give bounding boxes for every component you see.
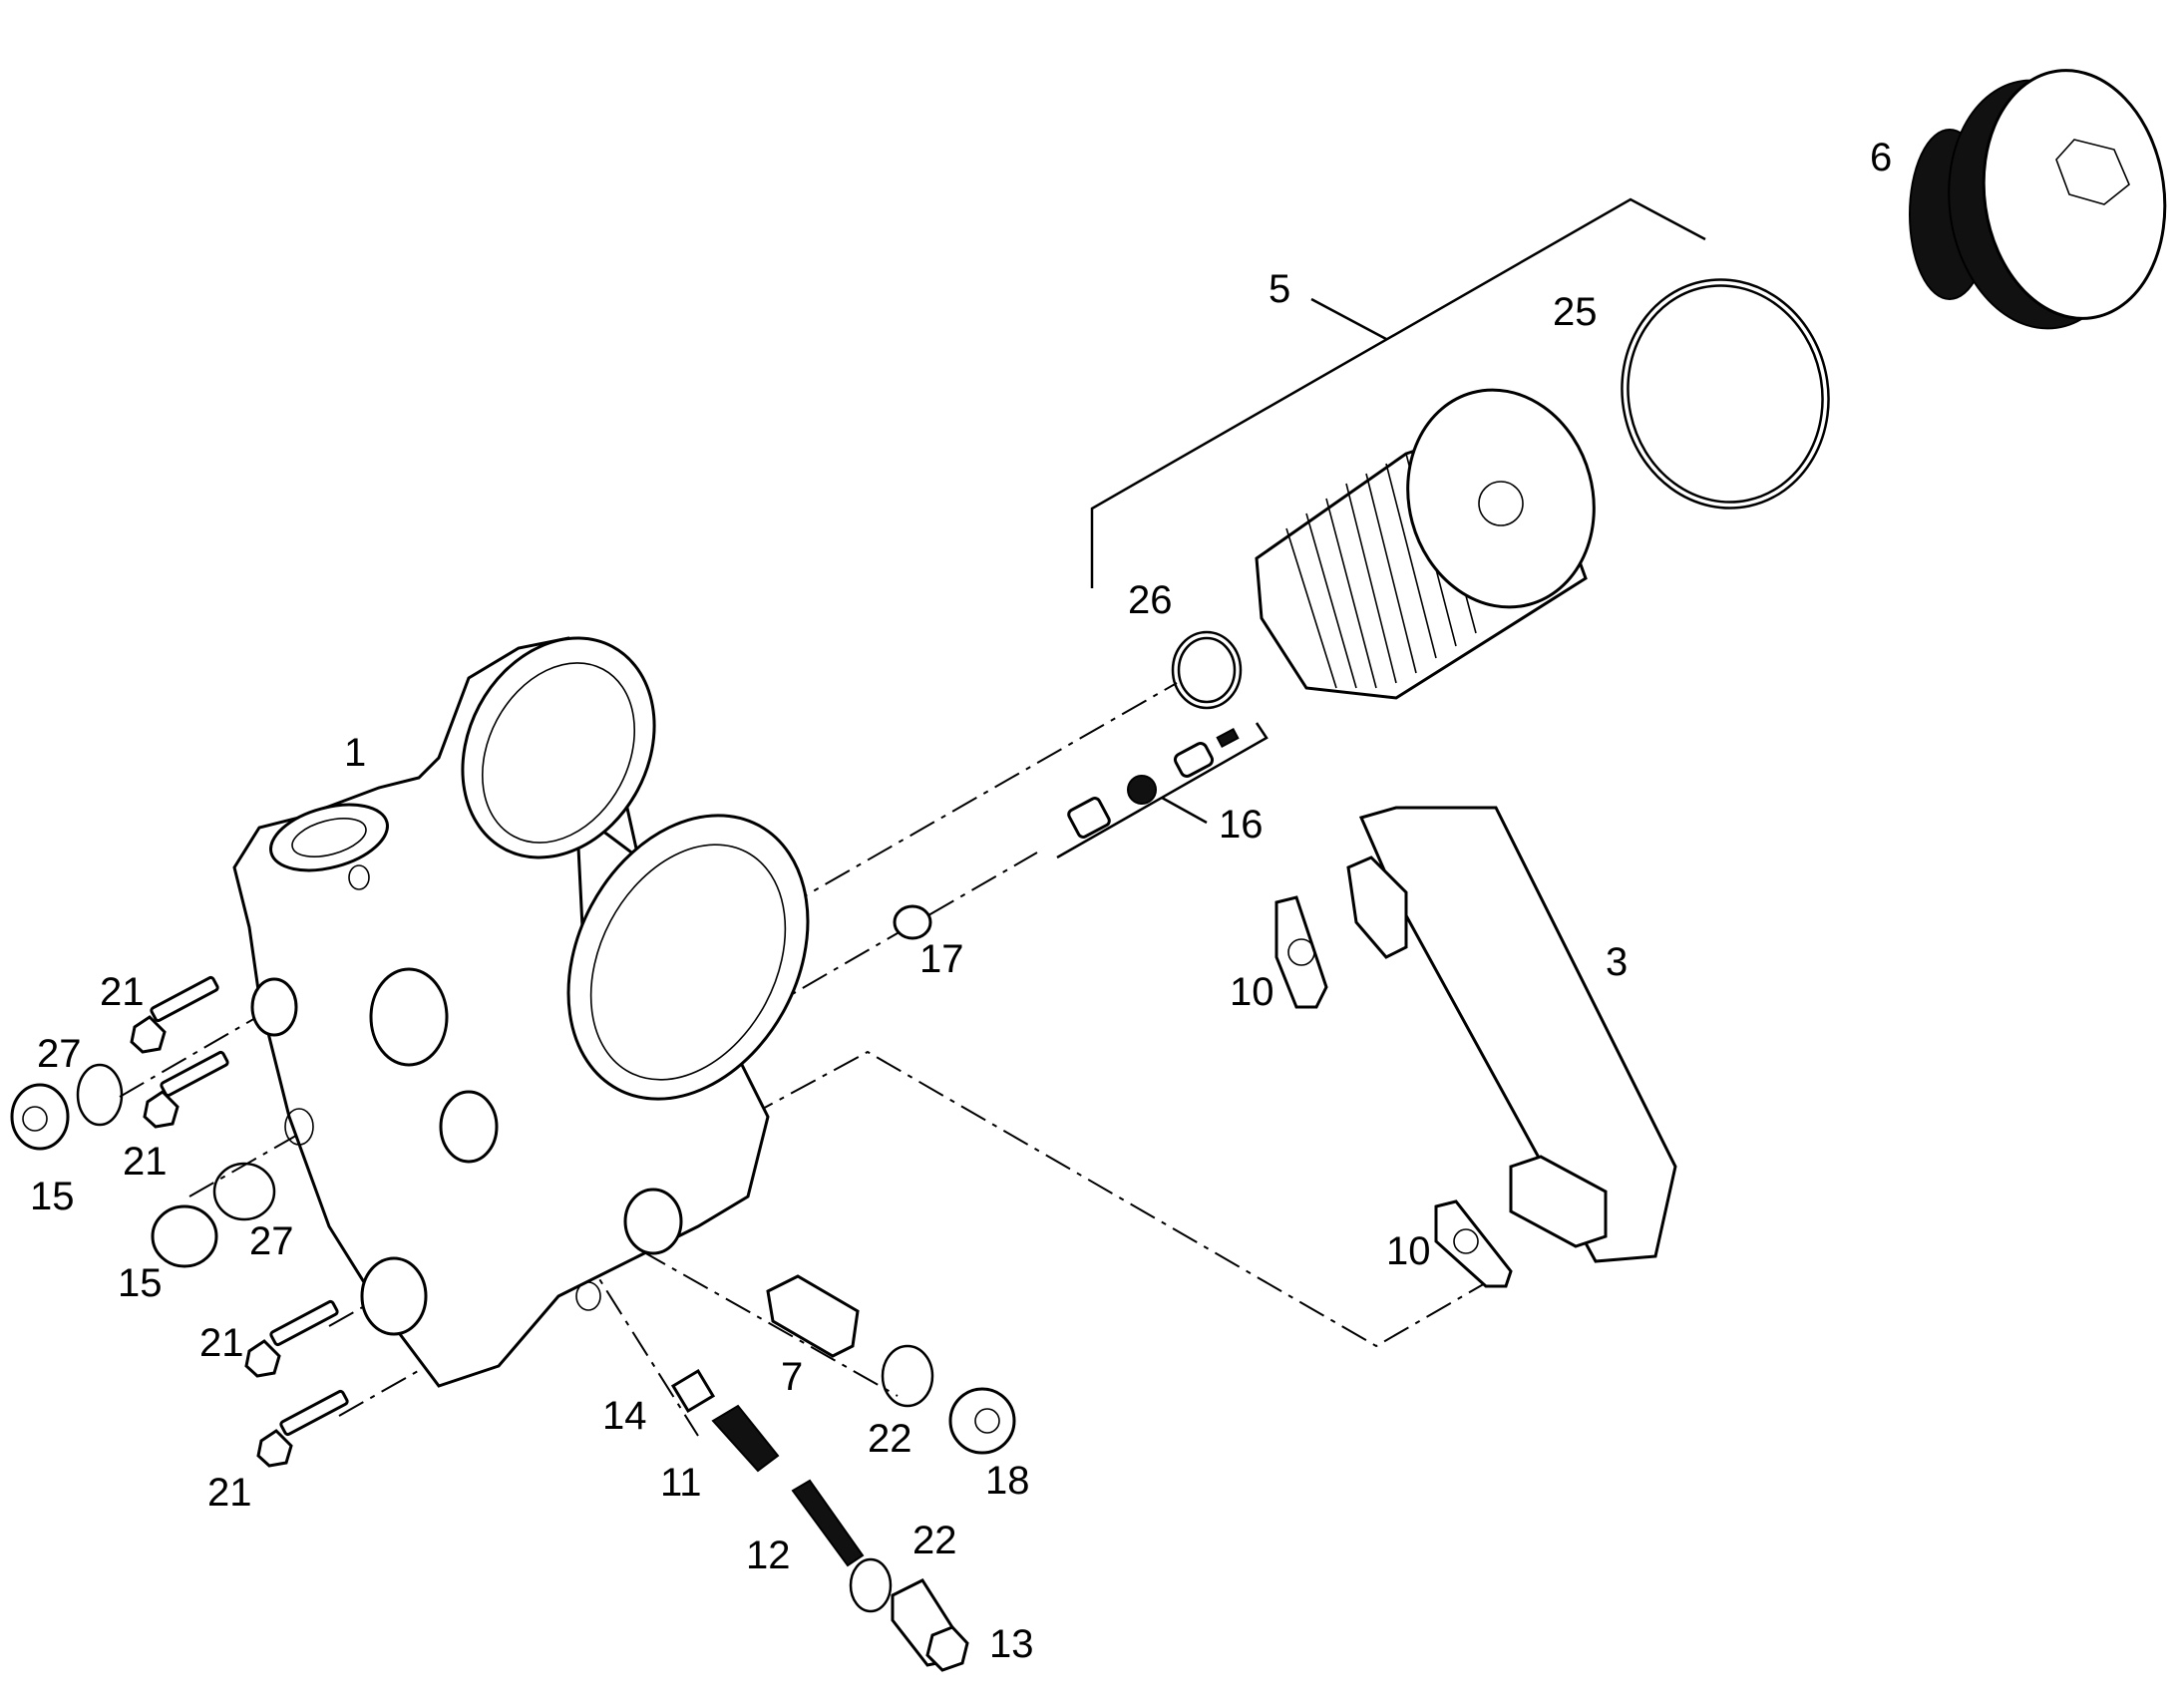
plug-18 xyxy=(948,1387,1016,1455)
label-21d: 21 xyxy=(207,1471,252,1515)
label-22a: 22 xyxy=(868,1417,912,1461)
housing-port-b xyxy=(369,967,449,1067)
axis-bypass-valve xyxy=(597,1225,899,1397)
filter-element xyxy=(1255,388,1596,700)
valve-11 xyxy=(711,1404,780,1473)
label-16: 16 xyxy=(1219,803,1264,847)
label-5: 5 xyxy=(1269,267,1290,311)
seal-22-lower xyxy=(849,1557,893,1613)
plug-15-upper xyxy=(10,1083,70,1151)
gasket-10-lower-hole xyxy=(1453,1228,1479,1254)
label-15a: 15 xyxy=(30,1175,75,1218)
housing-upper-bore xyxy=(481,662,636,844)
label-21a: 21 xyxy=(100,970,145,1014)
ring-14 xyxy=(670,1368,716,1414)
label-12: 12 xyxy=(746,1534,791,1577)
label-27a: 27 xyxy=(37,1032,82,1076)
axis-cooler xyxy=(747,1050,1507,1348)
plug-18-socket xyxy=(974,1408,1000,1434)
housing-port-e xyxy=(360,1256,428,1336)
bolt-21-a xyxy=(150,975,219,1023)
leader-lines xyxy=(1056,197,1706,859)
housing-side-port xyxy=(291,818,367,857)
seal-22-upper xyxy=(881,1344,934,1408)
housing-port-d xyxy=(623,1188,683,1255)
spring-12 xyxy=(791,1479,865,1567)
oil-cooler-body xyxy=(1358,806,1677,1263)
plug-15-lower xyxy=(151,1204,218,1268)
label-22b: 22 xyxy=(912,1519,957,1562)
label-3: 3 xyxy=(1606,940,1628,984)
filter-cap-face xyxy=(1982,69,2167,320)
housing-front-ring xyxy=(566,814,810,1101)
label-13: 13 xyxy=(989,1622,1034,1666)
axis-filter xyxy=(697,682,1178,958)
bolt-21-c xyxy=(269,1299,339,1347)
filter-cap-hex xyxy=(2055,139,2130,205)
label-6: 6 xyxy=(1870,136,1892,179)
label-15b: 15 xyxy=(118,1261,163,1305)
label-21c: 21 xyxy=(199,1321,244,1365)
valve-kit-body xyxy=(1067,797,1111,839)
housing-hole-3 xyxy=(575,1281,601,1311)
bolts-21 xyxy=(130,975,349,1468)
bolt-21-d-head xyxy=(256,1429,293,1468)
label-18: 18 xyxy=(985,1459,1030,1503)
label-7: 7 xyxy=(781,1355,803,1399)
valve-kit-spring xyxy=(1127,775,1157,805)
plug-13-hex xyxy=(925,1625,969,1672)
bracket-5 xyxy=(1090,197,1706,588)
plug-17 xyxy=(893,904,932,940)
label-26: 26 xyxy=(1128,578,1173,622)
seal-27-lower xyxy=(212,1162,276,1221)
o-ring-26-inner xyxy=(1177,636,1237,704)
leader-16 xyxy=(1161,796,1208,825)
label-27b: 27 xyxy=(249,1219,294,1263)
label-14: 14 xyxy=(602,1394,647,1438)
bolt-21-b-head xyxy=(143,1090,180,1129)
oil-cooler-top-port xyxy=(1346,855,1408,959)
oil-filter-housing xyxy=(232,636,810,1388)
filter-element-end-cap xyxy=(1406,388,1596,609)
label-17: 17 xyxy=(919,937,964,981)
gasket-10-upper xyxy=(1274,895,1328,1009)
valve-kit-piston xyxy=(1173,742,1215,778)
bolt-21-b xyxy=(160,1050,229,1098)
o-ring-25 xyxy=(1621,278,1830,510)
sleeve-7 xyxy=(766,1274,860,1358)
oil-cooler-bottom-port xyxy=(1509,1155,1608,1248)
bracket-16 xyxy=(1056,722,1269,859)
housing-hole-1 xyxy=(284,1108,314,1146)
housing-front-bore xyxy=(589,844,787,1081)
oil-cooler xyxy=(1346,806,1677,1263)
label-11: 11 xyxy=(660,1461,702,1505)
housing-port-c xyxy=(439,1090,499,1164)
valve-kit-pin xyxy=(1216,728,1240,748)
bolt-21-d xyxy=(279,1389,349,1437)
label-10b: 10 xyxy=(1386,1229,1431,1273)
filter-element-center xyxy=(1478,481,1524,526)
gasket-10-upper-hole xyxy=(1287,938,1315,966)
bolt-21-a-head xyxy=(130,1015,167,1054)
label-21b: 21 xyxy=(123,1140,168,1184)
label-1: 1 xyxy=(344,731,366,775)
callout-labels: 1 3 5 6 7 10 10 11 12 13 14 15 15 16 17 … xyxy=(30,136,1892,1666)
label-25: 25 xyxy=(1553,290,1598,334)
housing-hole-2 xyxy=(348,864,370,890)
gasket-10-lower xyxy=(1434,1199,1513,1288)
label-10a: 10 xyxy=(1230,970,1274,1014)
plug-15-upper-socket xyxy=(22,1106,48,1132)
valve-kit-16 xyxy=(1067,728,1240,839)
o-ring-26 xyxy=(1171,630,1243,710)
seal-27-upper xyxy=(76,1063,124,1127)
o-ring-25-inner xyxy=(1627,284,1824,504)
housing-upper-flange xyxy=(461,636,656,859)
filter-cap xyxy=(1909,69,2167,330)
housing-port-a xyxy=(250,977,298,1037)
bolt-21-c-head xyxy=(244,1339,281,1378)
leader-5 xyxy=(1310,297,1387,341)
